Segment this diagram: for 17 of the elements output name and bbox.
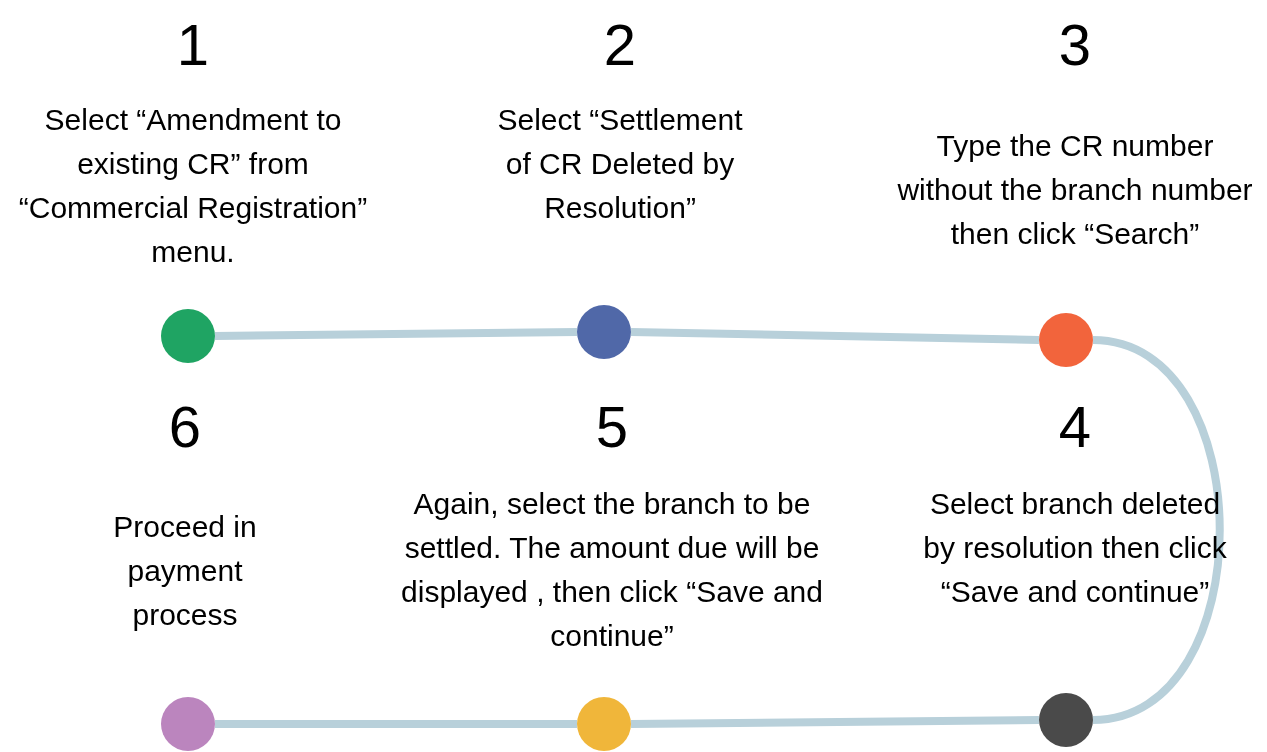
- step-number: 3: [1057, 11, 1093, 79]
- step-number: 6: [167, 393, 203, 461]
- step-number: 1: [175, 11, 211, 79]
- connector-line: [214, 328, 578, 340]
- step-number: 5: [594, 393, 630, 461]
- step-number: 2: [602, 11, 638, 79]
- step-description: Select branch deleted by resolution then click “Save and continue”: [922, 486, 1228, 610]
- step-description: Select “Settlement of CR Deleted by Resolution”: [496, 102, 744, 226]
- connector-line: [630, 328, 1040, 344]
- step-number: 4: [1057, 393, 1093, 461]
- step-description: Select “Amendment to existing CR” from “Commercial Registration” menu.: [17, 102, 369, 270]
- step-description: Type the CR number without the branch number then click “Search”: [896, 128, 1254, 252]
- step-description: Again, select the branch to be settled. The amount due will be displayed , then click “Save and continue”: [400, 486, 824, 654]
- connector-line: [630, 716, 1040, 728]
- connector-line: [215, 720, 577, 728]
- connector-line: [1092, 336, 1224, 724]
- step-description: Proceed in payment process: [112, 509, 258, 633]
